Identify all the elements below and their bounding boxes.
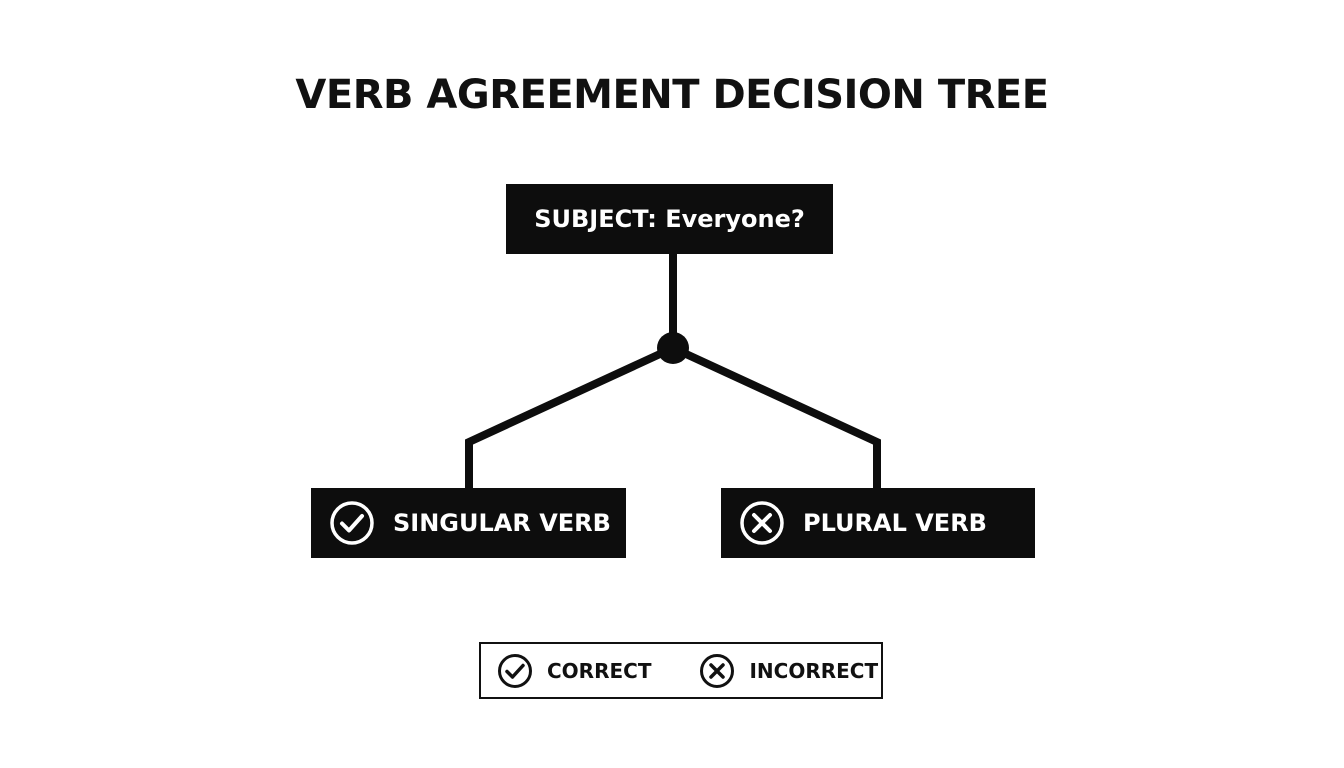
branch-line-plural — [671, 344, 881, 488]
x-circle-icon — [740, 501, 784, 545]
branch-line-singular — [465, 344, 675, 488]
singular-verb-node: SINGULAR VERB — [311, 488, 626, 558]
check-circle-icon — [330, 501, 374, 545]
legend-item-incorrect: INCORRECT — [699, 653, 878, 689]
legend-item-correct: CORRECT — [497, 653, 651, 689]
plural-verb-label: PLURAL VERB — [803, 509, 987, 537]
root-node: SUBJECT: Everyone? — [506, 184, 833, 254]
legend-label-correct: CORRECT — [547, 658, 652, 683]
legend-label-incorrect: INCORRECT — [749, 658, 879, 683]
root-node-label: SUBJECT: Everyone? — [534, 205, 805, 233]
diagram-title: VERB AGREEMENT DECISION TREE — [295, 72, 1049, 118]
check-circle-icon — [498, 653, 532, 688]
legend: CORRECT INCORRECT — [479, 642, 883, 699]
plural-verb-node: PLURAL VERB — [721, 488, 1035, 558]
x-circle-icon — [700, 653, 735, 688]
singular-verb-label: SINGULAR VERB — [393, 509, 611, 537]
junction-dot — [657, 332, 689, 364]
